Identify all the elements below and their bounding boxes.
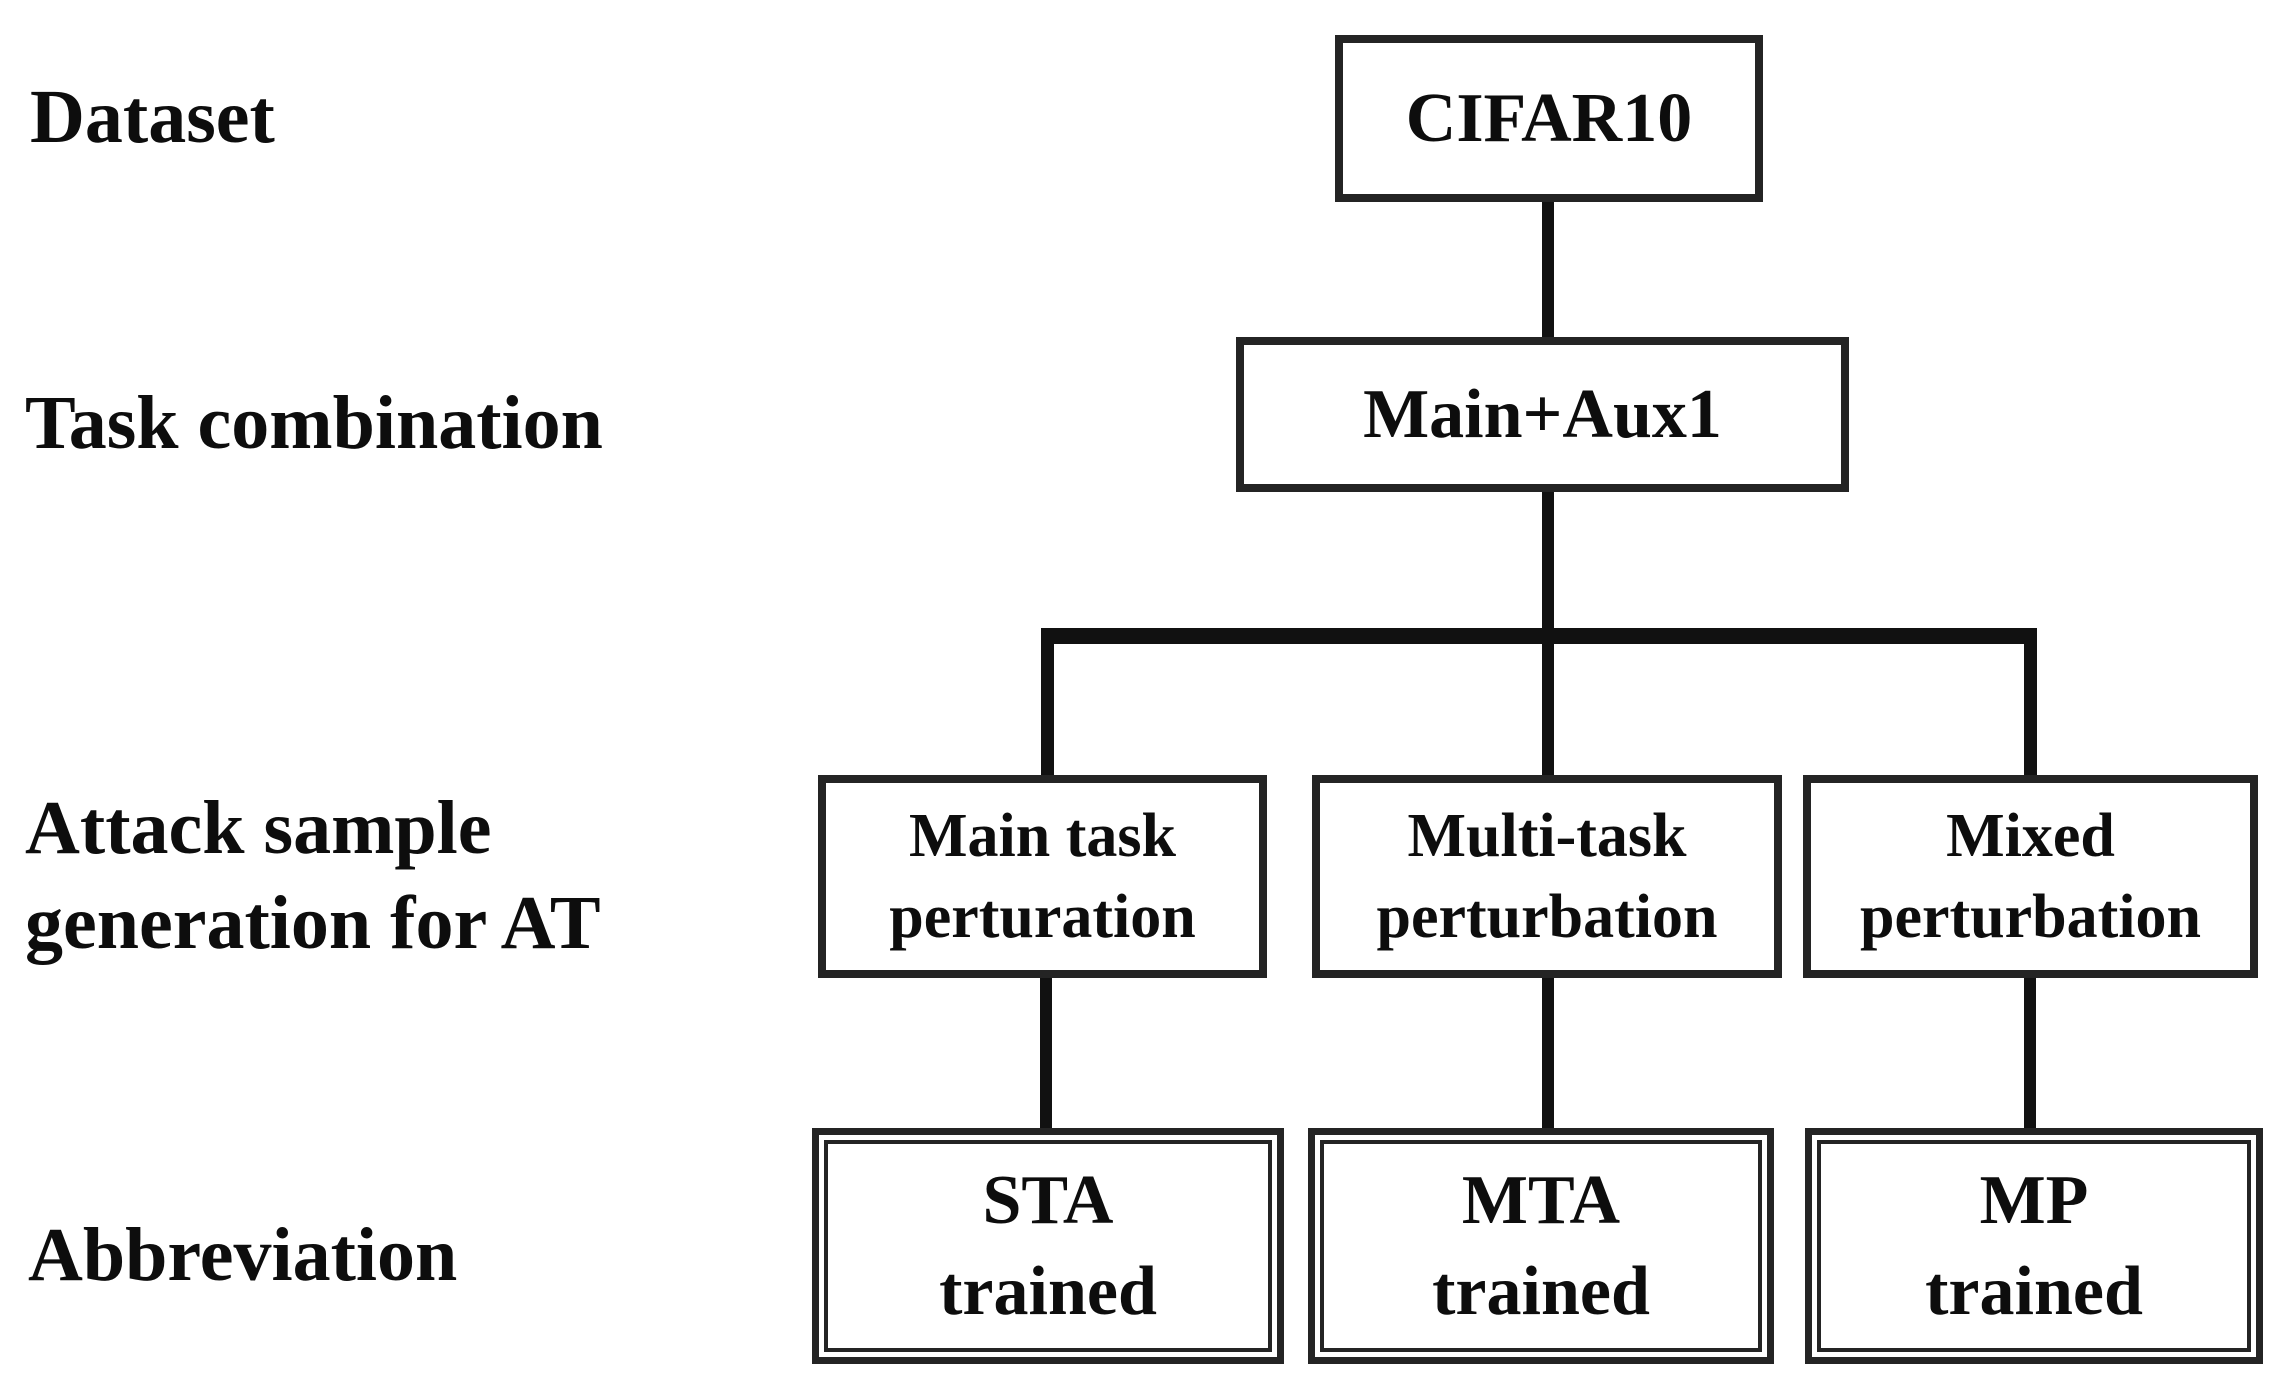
node-abbrev2-line2: trained bbox=[1432, 1253, 1650, 1330]
node-abbrev3-line1: MP bbox=[1979, 1162, 2089, 1239]
node-task-combination: Main+Aux1 bbox=[1236, 337, 1849, 492]
node-attack-mixed-perturbation: Mixed perturbation bbox=[1803, 775, 2258, 978]
node-dataset-cifar10: CIFAR10 bbox=[1335, 35, 1763, 202]
node-attack2-line1: Multi-task bbox=[1407, 801, 1687, 870]
node-attack-multi-task-perturbation: Multi-task perturbation bbox=[1312, 775, 1782, 978]
row-label-task-combination: Task combination bbox=[25, 381, 603, 465]
node-task-combination-label: Main+Aux1 bbox=[1363, 376, 1722, 453]
row-label-abbreviation: Abbreviation bbox=[28, 1213, 458, 1297]
connector-branch-horizontal bbox=[1041, 628, 2037, 644]
row-label-attack-line1: Attack sample bbox=[25, 786, 492, 870]
node-abbrev-sta-trained: STA trained bbox=[812, 1128, 1284, 1364]
connector-attack1-to-abbrev1 bbox=[1040, 974, 1052, 1130]
node-attack2-line2: perturbation bbox=[1376, 882, 1718, 951]
node-abbrev-mp-inner: MP trained bbox=[1817, 1140, 2251, 1352]
node-abbrev1-line1: STA bbox=[982, 1162, 1114, 1239]
node-abbrev-mta-inner: MTA trained bbox=[1320, 1140, 1762, 1352]
row-label-attack-line2: generation for AT bbox=[25, 881, 601, 965]
connector-branch-to-attack1 bbox=[1041, 628, 1054, 778]
node-attack3-line1: Mixed bbox=[1946, 801, 2115, 870]
connector-attack3-to-abbrev3 bbox=[2024, 974, 2036, 1130]
node-attack1-line1: Main task bbox=[909, 801, 1176, 870]
node-abbrev-sta-inner: STA trained bbox=[824, 1140, 1272, 1352]
row-label-attack-sample-generation: Attack sample generation for AT bbox=[25, 781, 601, 971]
node-abbrev-mp-trained: MP trained bbox=[1805, 1128, 2263, 1364]
connector-branch-to-attack3 bbox=[2024, 628, 2037, 778]
node-abbrev-mta-trained: MTA trained bbox=[1308, 1128, 1774, 1364]
node-abbrev3-line2: trained bbox=[1925, 1253, 2143, 1330]
node-attack1-line2: perturation bbox=[889, 882, 1196, 951]
node-attack-main-task-perturbation: Main task perturation bbox=[818, 775, 1267, 978]
node-abbrev2-line1: MTA bbox=[1461, 1162, 1621, 1239]
row-label-dataset: Dataset bbox=[30, 75, 275, 159]
node-abbrev1-line2: trained bbox=[939, 1253, 1157, 1330]
node-dataset-label: CIFAR10 bbox=[1405, 80, 1693, 157]
node-attack3-line2: perturbation bbox=[1860, 882, 2201, 951]
connector-attack2-to-abbrev2 bbox=[1542, 974, 1554, 1130]
connector-dataset-to-task bbox=[1542, 200, 1554, 340]
